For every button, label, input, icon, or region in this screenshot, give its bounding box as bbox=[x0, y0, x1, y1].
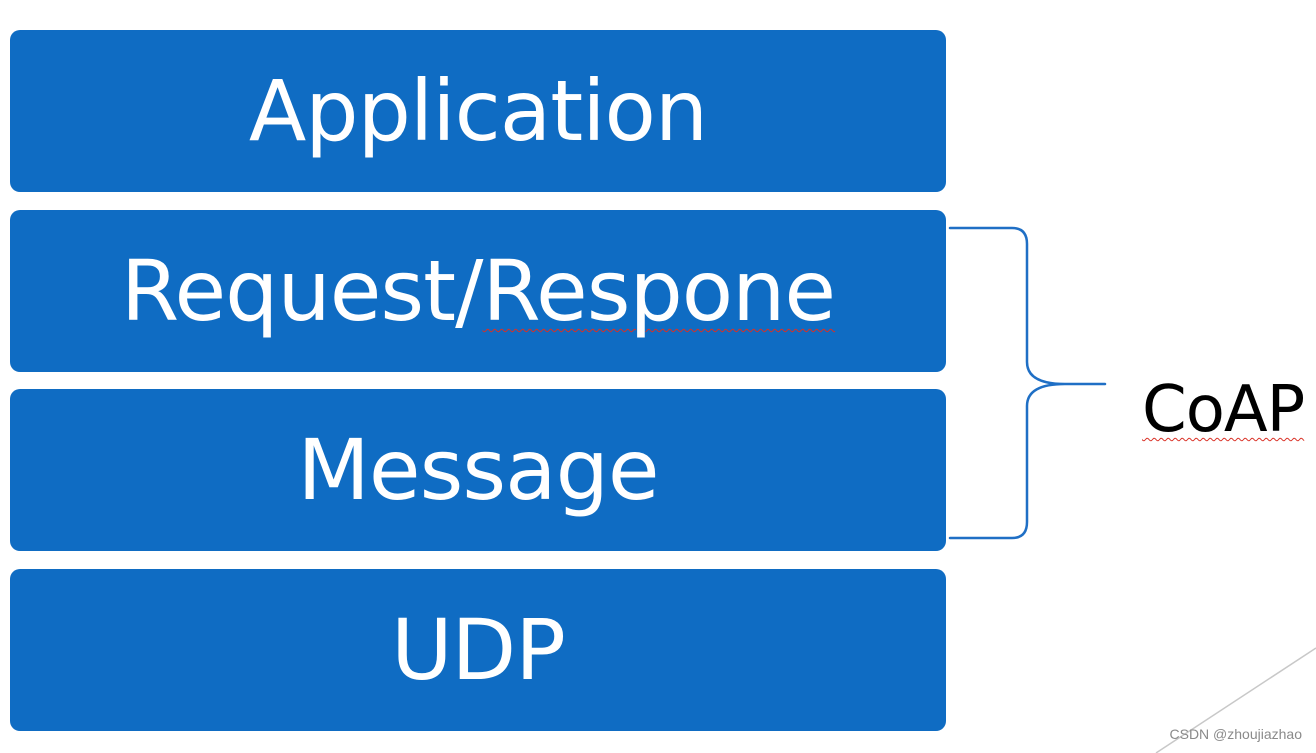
coap-label: CoAP bbox=[1142, 373, 1305, 447]
layer-udp: UDP bbox=[10, 569, 946, 731]
layer-message: Message bbox=[10, 389, 946, 551]
layer-udp-label: UDP bbox=[391, 601, 566, 699]
layer-application-label: Application bbox=[248, 62, 708, 160]
layer-application: Application bbox=[10, 30, 946, 192]
watermark: CSDN @zhoujiazhao bbox=[1169, 726, 1303, 742]
slide-corner-line bbox=[1155, 647, 1316, 753]
coap-brace-path bbox=[948, 226, 1107, 540]
coap-brace bbox=[948, 226, 1107, 540]
layer-request-label-prefix: Request/ bbox=[120, 242, 484, 340]
layer-message-label: Message bbox=[297, 421, 659, 519]
layer-request-label-misspelled: Respone bbox=[482, 242, 836, 340]
layer-request-response: Request/Respone bbox=[10, 210, 946, 372]
